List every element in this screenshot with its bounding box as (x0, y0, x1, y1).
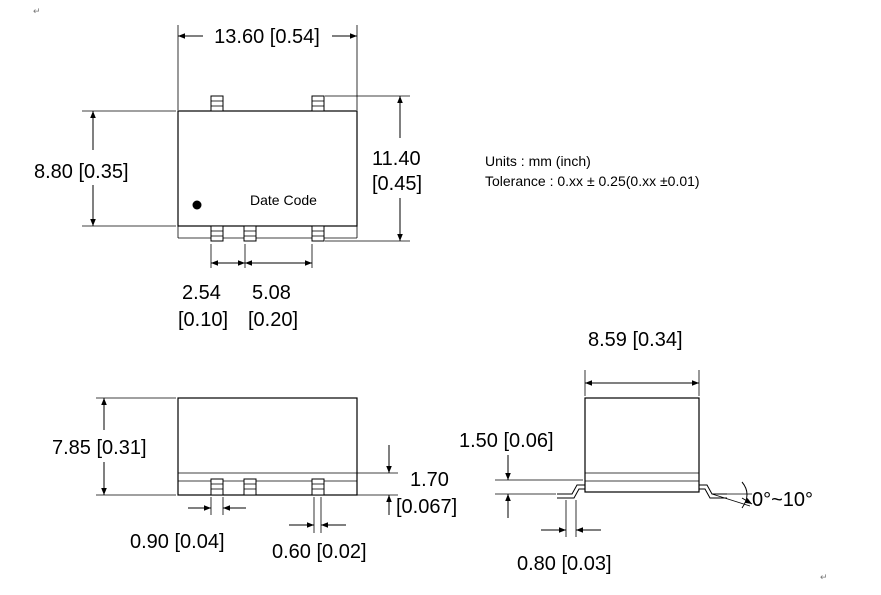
top-pin-left (210, 95, 224, 112)
bottom-pin-3 (311, 225, 325, 242)
bottom-pins (210, 225, 325, 242)
side-lead-left-inner (557, 488, 585, 499)
tolerance-note: Tolerance : 0.xx ± 0.25(0.xx ±0.01) (485, 173, 700, 189)
angle-lead-line (711, 493, 751, 507)
lead-width-dim: 0.80 [0.03] (517, 553, 612, 575)
front-pins (210, 478, 325, 496)
lead-dim: 0.60 [0.02] (272, 541, 367, 563)
date-code-label: Date Code (250, 192, 317, 208)
pitch-1-dim: 2.54 (182, 282, 221, 304)
side-body-outline (584, 397, 700, 493)
top-height-dim: 8.80 [0.35] (34, 161, 129, 183)
standoff-dim-inch: [0.067] (396, 496, 457, 518)
pin1-dot (192, 200, 202, 210)
angle-arc (741, 481, 748, 509)
standoff-dim: 1.70 (410, 469, 449, 491)
front-pin-1 (210, 478, 224, 496)
front-body-outline (177, 397, 358, 496)
front-height-dim: 7.85 [0.31] (52, 437, 147, 459)
pitch-1-dim-inch: [0.10] (178, 309, 228, 331)
notes: Units : mm (inch) Tolerance : 0.xx ± 0.2… (485, 153, 700, 189)
bottom-pin-1 (210, 225, 224, 242)
top-body-outline (177, 110, 358, 227)
pin-width-dim: 0.90 [0.04] (130, 531, 225, 553)
lead-height-dim: 1.50 [0.06] (459, 430, 554, 452)
angle-dim: 0°~10° (752, 489, 813, 511)
side-width-dim: 8.59 [0.34] (588, 329, 683, 351)
overall-height-dim: 11.40 (372, 148, 421, 170)
pitch-2-dim-inch: [0.20] (248, 309, 298, 331)
top-view: 13.60 [0.54] Date Code (34, 25, 422, 331)
top-pin-right (311, 95, 325, 112)
return-mark-bottom-right: ↵ (820, 572, 828, 582)
overall-height-dim-inch: [0.45] (372, 173, 422, 195)
angle-arrow (741, 497, 753, 505)
side-lead-right-inner (699, 488, 727, 499)
top-pins (210, 95, 325, 112)
return-mark-top-left: ↵ (33, 6, 41, 16)
units-note: Units : mm (inch) (485, 153, 591, 169)
pitch-2-dim: 5.08 (252, 282, 291, 304)
side-view: 8.59 [0.34] 1.50 [0.06] 0.80 [0.03] 0°~1… (459, 329, 813, 575)
front-pin-3 (311, 478, 325, 496)
bottom-pin-2 (243, 225, 257, 242)
side-lead-left (557, 484, 585, 495)
front-view: 7.85 [0.31] 1.70 [0.067] 0.90 [0.04] 0.6… (52, 397, 457, 563)
top-width-dim: 13.60 [0.54] (214, 26, 320, 48)
front-pin-2 (243, 478, 257, 496)
